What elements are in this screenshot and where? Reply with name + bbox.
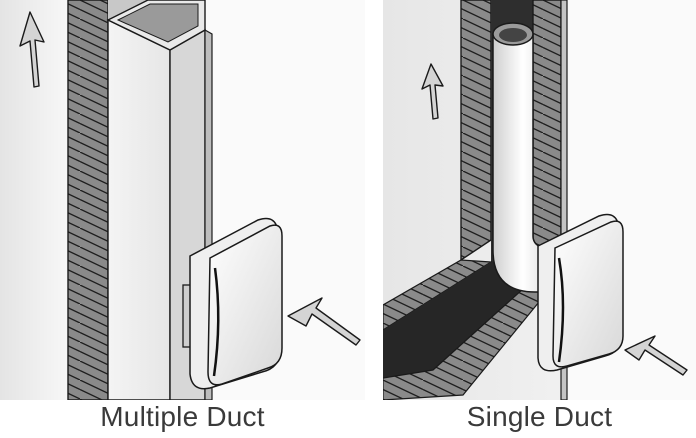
arrow-up-icon xyxy=(19,11,45,88)
chase-floor-dark xyxy=(383,262,553,378)
multiple-duct-drawing xyxy=(0,0,365,400)
single-duct-illustration xyxy=(383,0,696,400)
caption-single-duct: Single Duct xyxy=(466,401,613,432)
extractor-fan-icon xyxy=(537,213,624,372)
square-duct-opening xyxy=(116,3,199,43)
square-duct-front xyxy=(107,18,171,400)
arrow-diagonal-icon xyxy=(287,297,361,346)
multiple-duct-illustration xyxy=(0,0,365,400)
brick-wall-vertical xyxy=(460,0,492,262)
extractor-fan-icon xyxy=(182,217,283,390)
brick-wall xyxy=(67,0,109,400)
arrow-diagonal-icon xyxy=(624,335,688,376)
single-duct-drawing xyxy=(383,0,696,400)
caption-multiple-duct: Multiple Duct xyxy=(100,401,265,432)
arrow-up-icon xyxy=(421,63,444,120)
